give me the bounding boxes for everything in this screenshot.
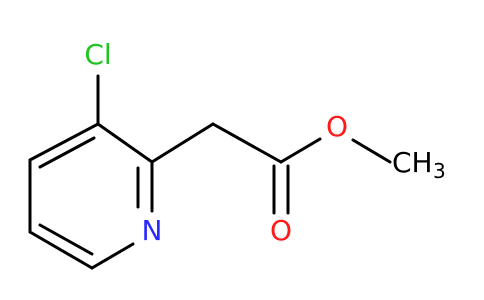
pyridine-ring (28, 122, 154, 270)
bond-c5-c6 (28, 230, 94, 270)
bond-o-ether-methyl (351, 138, 392, 164)
methyl-label: CH (392, 146, 433, 179)
ether-oxygen-label: O (326, 110, 348, 143)
bond-c2-c3 (96, 122, 154, 164)
bond-c3-c4-inner (38, 136, 96, 169)
carbonyl-oxygen-label: O (270, 214, 292, 247)
bond-c5-c6-inner (38, 223, 94, 256)
methyl-subscript: 3 (433, 159, 446, 183)
substituent-bonds (96, 74, 392, 215)
bond-c3-c4 (28, 122, 100, 162)
bond-c6-n1 (90, 242, 135, 270)
bond-carbonyl-o-ether (279, 137, 322, 164)
bond-c2-ch2 (150, 122, 215, 164)
nitrogen-label: N (142, 214, 163, 247)
chlorine-label: Cl (84, 38, 111, 71)
bond-ch2-carbonyl (211, 122, 283, 164)
